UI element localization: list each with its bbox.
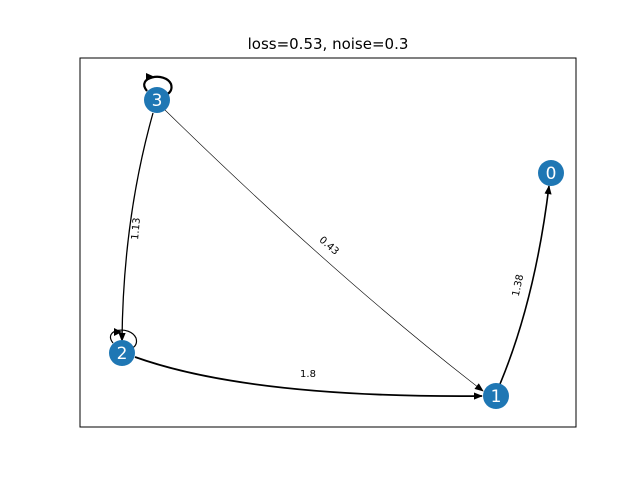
edge-3-to-1 bbox=[164, 109, 484, 392]
node-label-0: 0 bbox=[546, 164, 557, 184]
nodes-layer: 0 1 2 3 bbox=[109, 87, 564, 409]
self-loop-2-arrow bbox=[114, 328, 122, 336]
edge-label-2-to-1: 1.8 bbox=[300, 369, 316, 380]
node-0 bbox=[538, 160, 564, 186]
edge-label-1-to-0: 1.38 bbox=[511, 273, 526, 297]
edge-1-to-0 bbox=[499, 185, 552, 385]
node-label-1: 1 bbox=[491, 387, 502, 407]
edge-3-to-2 bbox=[118, 112, 154, 342]
node-label-3: 3 bbox=[152, 91, 163, 111]
node-label-2: 2 bbox=[117, 344, 128, 364]
node-3 bbox=[144, 87, 170, 113]
node-2 bbox=[109, 340, 135, 366]
node-1 bbox=[483, 383, 509, 409]
self-loop-3-arrow bbox=[146, 73, 155, 81]
edge-2-to-1 bbox=[134, 356, 483, 400]
figure-title: loss=0.53, noise=0.3 bbox=[248, 35, 409, 53]
plot-frame bbox=[79, 57, 577, 428]
edge-label-3-to-2: 1.13 bbox=[130, 217, 143, 240]
